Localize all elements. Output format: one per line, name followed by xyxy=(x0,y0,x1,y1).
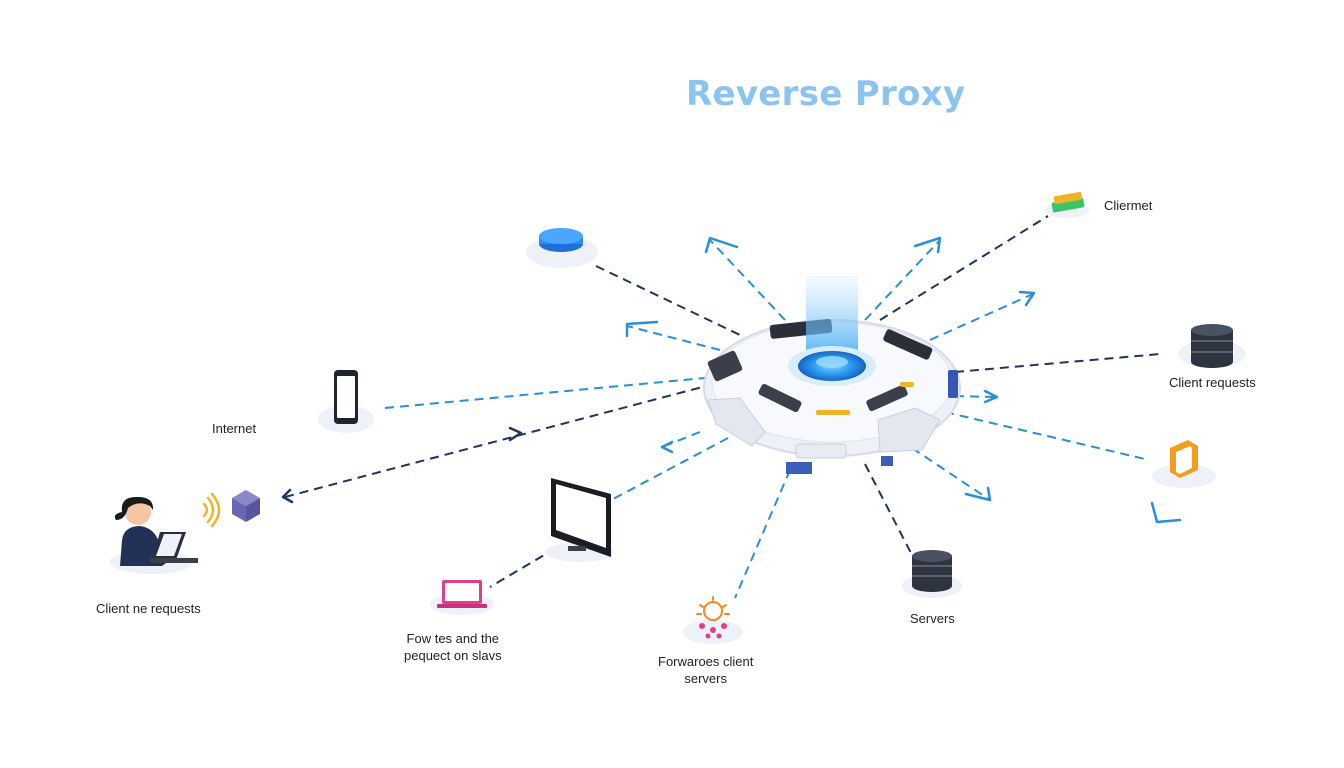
database-icon-client-requests xyxy=(1178,324,1246,368)
arrowhead-internet xyxy=(281,488,294,504)
cube-icon xyxy=(232,490,260,522)
line-hub-up-left xyxy=(709,239,786,321)
line-hub-left-arrow xyxy=(626,325,721,351)
label-cliermet: Cliermet xyxy=(1104,198,1153,213)
person-laptop-icon xyxy=(110,496,198,574)
smartphone-icon xyxy=(318,370,374,433)
box-icon xyxy=(1152,440,1216,488)
label-forwarded-line2: servers xyxy=(684,671,727,686)
line-hub-up-right xyxy=(864,239,941,321)
line-hub-to-sun xyxy=(734,469,791,599)
arrowhead-lower-left xyxy=(660,440,674,454)
diagram-title: Reverse Proxy xyxy=(686,74,966,114)
line-to-smartphone xyxy=(384,377,706,409)
line-hub-right-up xyxy=(929,293,1034,341)
label-forwarded-line1: Forwaroes client xyxy=(658,654,754,669)
label-forwards-line2: pequect on slavs xyxy=(404,648,502,663)
label-client-requests-right: Client requests xyxy=(1169,375,1256,390)
arrowhead-down-right xyxy=(964,486,992,502)
label-forwards-block: Fow tes and the pequect on slavs xyxy=(404,630,502,664)
arrowhead-left xyxy=(625,320,659,338)
label-client-requests-left: Client ne requests xyxy=(96,601,201,616)
sun-network-icon xyxy=(683,596,743,644)
database-icon-servers xyxy=(902,550,962,598)
arrowhead-up-right xyxy=(913,236,942,254)
line-hub-right xyxy=(954,395,996,398)
arrowhead-to-hub xyxy=(508,426,523,442)
arrowhead-right xyxy=(983,389,999,404)
wifi-icon xyxy=(202,492,221,528)
line-hub-down-right xyxy=(911,447,991,501)
line-cloud-to-hub xyxy=(595,265,741,336)
line-hub-to-servers xyxy=(864,463,913,556)
monitor-icon xyxy=(546,478,614,562)
line-internet-to-hub xyxy=(284,384,711,498)
label-servers: Servers xyxy=(910,611,955,626)
arrowhead-far-right xyxy=(1150,501,1182,524)
stack-icon xyxy=(1045,191,1089,218)
label-forwarded-block: Forwaroes client servers xyxy=(658,653,753,687)
line-monitor-to-laptop xyxy=(489,547,557,588)
line-hub-to-monitor xyxy=(597,437,729,508)
reverse-proxy-hub-icon xyxy=(703,276,961,474)
arrowheads xyxy=(281,236,1182,524)
cloud-disc-icon xyxy=(526,228,598,268)
arrowhead-up-left xyxy=(704,236,739,254)
line-hub-to-cliermet xyxy=(879,215,1049,321)
laptop-icon xyxy=(430,580,494,615)
line-hub-to-box xyxy=(944,411,1146,460)
label-internet: Internet xyxy=(212,421,257,436)
line-hub-to-database-right xyxy=(954,353,1161,373)
label-forwards-line1: Fow tes and the xyxy=(406,631,500,646)
arrowhead-right-up xyxy=(1018,290,1036,307)
